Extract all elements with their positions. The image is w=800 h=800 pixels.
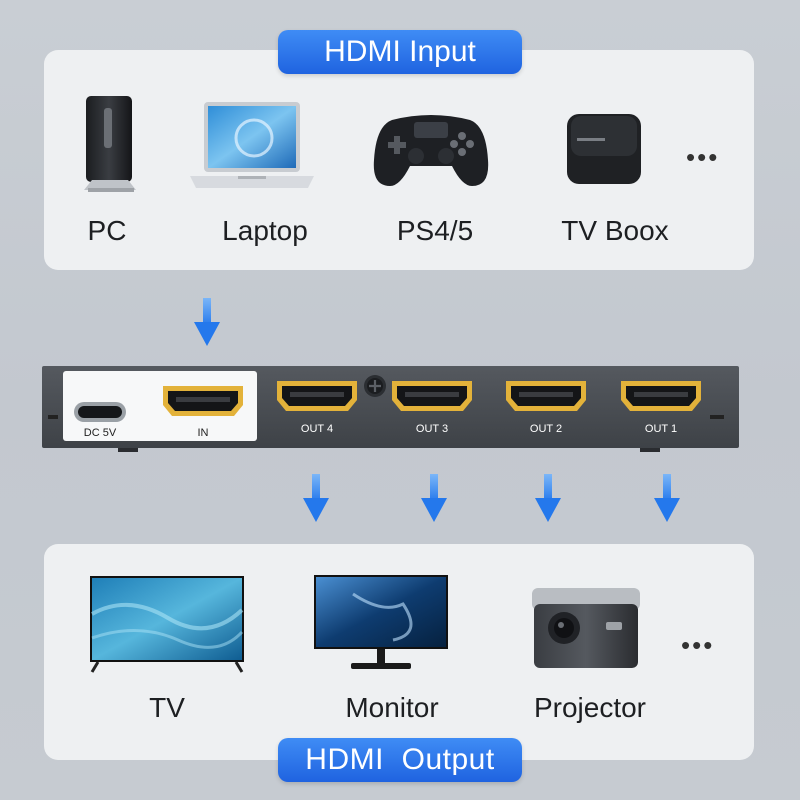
power-input-section: DC 5V IN — [63, 371, 257, 441]
out2-port-label: OUT 2 — [529, 423, 563, 435]
device-label-pc: PC — [87, 215, 127, 246]
output-title-pill: HDMI Output — [278, 738, 522, 782]
input-arrow-icon — [194, 298, 220, 346]
device-label-projector: Projector — [533, 692, 647, 723]
device-label-monitor: Monitor — [345, 692, 439, 723]
more-outputs-ellipsis: ••• — [681, 630, 715, 660]
gamepad-icon — [373, 115, 489, 186]
output-arrow-icon — [303, 474, 329, 522]
usb-c-port-icon — [74, 402, 126, 422]
device-label-tv: TV — [149, 692, 185, 723]
vent-slot-left — [48, 415, 58, 419]
hdmi-out1-port-icon — [621, 381, 701, 411]
tv-box-icon — [567, 114, 641, 184]
out1-port-label: OUT 1 — [644, 423, 678, 435]
output-arrow-icon — [421, 474, 447, 522]
tv-icon — [90, 576, 244, 673]
out4-port-label: OUT 4 — [300, 423, 334, 435]
vent-slot-right — [710, 415, 724, 419]
hdmi-out3-port-icon — [392, 381, 472, 411]
laptop-icon — [190, 102, 314, 188]
pc-tower-icon — [84, 96, 136, 192]
output-arrow-icon — [535, 474, 561, 522]
screw-icon — [364, 375, 386, 397]
foot-left — [118, 448, 138, 452]
more-inputs-ellipsis: ••• — [686, 142, 720, 172]
hdmi-in-port-icon — [163, 386, 243, 416]
device-label-ps: PS4/5 — [396, 215, 474, 246]
out3-port-label: OUT 3 — [415, 423, 449, 435]
input-title-pill: HDMI Input — [278, 30, 522, 74]
monitor-icon — [314, 575, 448, 669]
hdmi-switch-device: DC 5V IN OUT 4 OUT 3 OUT 2 OUT 1 — [42, 366, 739, 448]
hdmi-out4-port-icon — [277, 381, 357, 411]
device-label-tvbox: TV Boox — [561, 215, 669, 246]
hdmi-out2-port-icon — [506, 381, 586, 411]
in-port-label: IN — [197, 427, 209, 439]
projector-icon — [532, 588, 640, 668]
dc-port-label: DC 5V — [83, 427, 117, 439]
foot-right — [640, 448, 660, 452]
output-arrow-icon — [654, 474, 680, 522]
device-label-laptop: Laptop — [222, 215, 308, 246]
